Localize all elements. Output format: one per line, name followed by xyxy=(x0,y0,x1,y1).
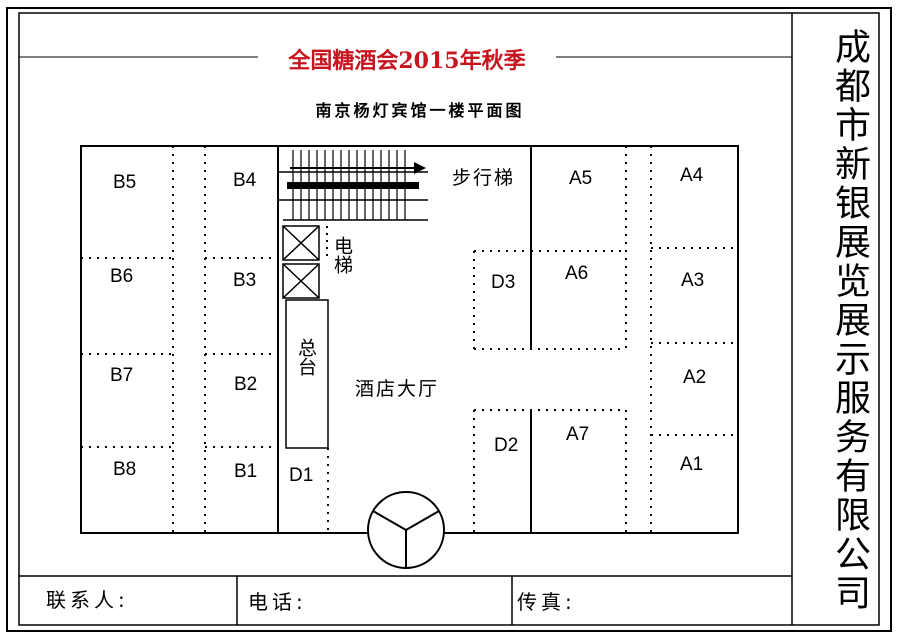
stairs-label: 步行梯 xyxy=(452,167,516,189)
booth-b1: B1 xyxy=(234,461,258,482)
booth-d1: D1 xyxy=(289,465,314,486)
booth-a7: A7 xyxy=(566,424,590,445)
inner-frame xyxy=(18,12,880,626)
booth-b5: B5 xyxy=(113,172,137,193)
booth-a5: A5 xyxy=(569,168,593,189)
elevator-shafts xyxy=(282,225,328,299)
booth-b7: B7 xyxy=(110,365,134,386)
company-name: 成都市新银展览展示服务有限公司 xyxy=(829,28,870,613)
booth-a6: A6 xyxy=(565,263,589,284)
elevator-label: 电梯 xyxy=(331,236,353,274)
booth-a1: A1 xyxy=(680,454,704,475)
booth-a3: A3 xyxy=(681,270,705,291)
front-desk-counter xyxy=(285,299,329,449)
booth-a4: A4 xyxy=(680,165,704,186)
floor-outline xyxy=(80,145,739,534)
stairs xyxy=(278,150,428,221)
plan-title: 全国糖酒会2015年秋季 xyxy=(288,48,526,74)
booth-d2: D2 xyxy=(494,435,519,456)
booth-b6: B6 xyxy=(110,266,134,287)
outer-frame xyxy=(6,7,892,632)
lobby-label: 酒店大厅 xyxy=(355,378,440,400)
booth-b2: B2 xyxy=(234,374,258,395)
booth-b8: B8 xyxy=(113,459,137,480)
revolving-door xyxy=(367,491,445,569)
contact-label: 联系人: xyxy=(46,588,129,612)
booth-a2: A2 xyxy=(683,367,707,388)
booth-d3: D3 xyxy=(491,272,516,293)
front-desk-label: 总台 xyxy=(295,338,317,376)
booth-b4: B4 xyxy=(233,170,257,191)
booth-b3: B3 xyxy=(233,270,257,291)
plan-subtitle: 南京杨灯宾馆一楼平面图 xyxy=(315,101,525,120)
fax-label: 传真: xyxy=(517,590,576,614)
phone-label: 电话: xyxy=(248,590,307,614)
